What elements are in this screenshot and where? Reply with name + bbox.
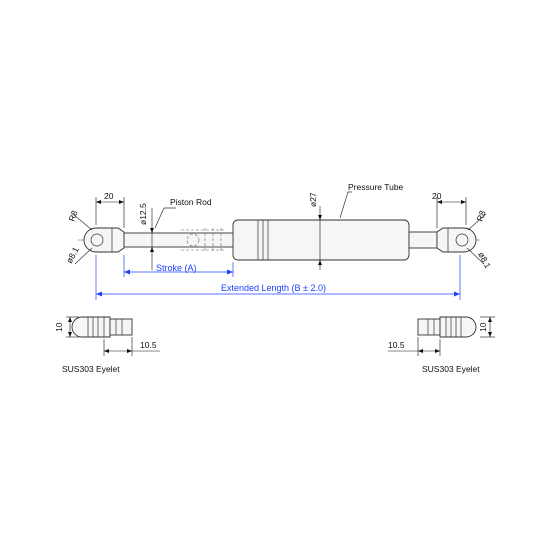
piston-rod — [123, 232, 235, 248]
left-eyelet-detail — [66, 316, 160, 356]
radius-left: R8 — [66, 209, 79, 223]
radius-right: R8 — [474, 209, 487, 223]
rod-diameter: ø12.5 — [138, 203, 148, 225]
right-neck — [408, 231, 438, 249]
pressure-tube-label: Pressure Tube — [348, 182, 404, 192]
blue-dimension-lines — [95, 255, 461, 300]
eyelet-length-left: 20 — [104, 191, 114, 201]
eyelet-thread-right: 10.5 — [388, 340, 405, 350]
extended-length-label: Extended Length (B ± 2.0) — [221, 283, 326, 293]
right-eyelet — [436, 227, 477, 253]
hole-dia-left: ø8.1 — [64, 245, 81, 265]
pressure-tube — [232, 219, 410, 261]
stroke-label: Stroke (A) — [156, 263, 197, 273]
eyelet-left-label: SUS303 Eyelet — [62, 364, 120, 374]
left-eyelet-hole — [90, 233, 104, 247]
rod-end-hidden — [181, 228, 225, 252]
piston-rod-label: Piston Rod — [170, 197, 212, 207]
right-eyelet-detail — [388, 316, 495, 356]
hole-dia-right: ø8.1 — [476, 250, 493, 270]
labels: Piston Rod Pressure Tube Stroke (A) Exte… — [54, 182, 493, 374]
eyelet-length-right: 20 — [432, 191, 442, 201]
eyelet-right-label: SUS303 Eyelet — [422, 364, 480, 374]
eyelet-thread-left: 10.5 — [140, 340, 157, 350]
dimension-lines — [72, 191, 487, 270]
eyelet-height-left: 10 — [54, 322, 64, 332]
left-eyelet — [83, 227, 125, 253]
gas-spring-assembly — [78, 219, 482, 261]
tube-diameter: ø27 — [308, 192, 318, 207]
eyelet-height-right: 10 — [478, 322, 488, 332]
right-eyelet-hole — [455, 233, 469, 247]
